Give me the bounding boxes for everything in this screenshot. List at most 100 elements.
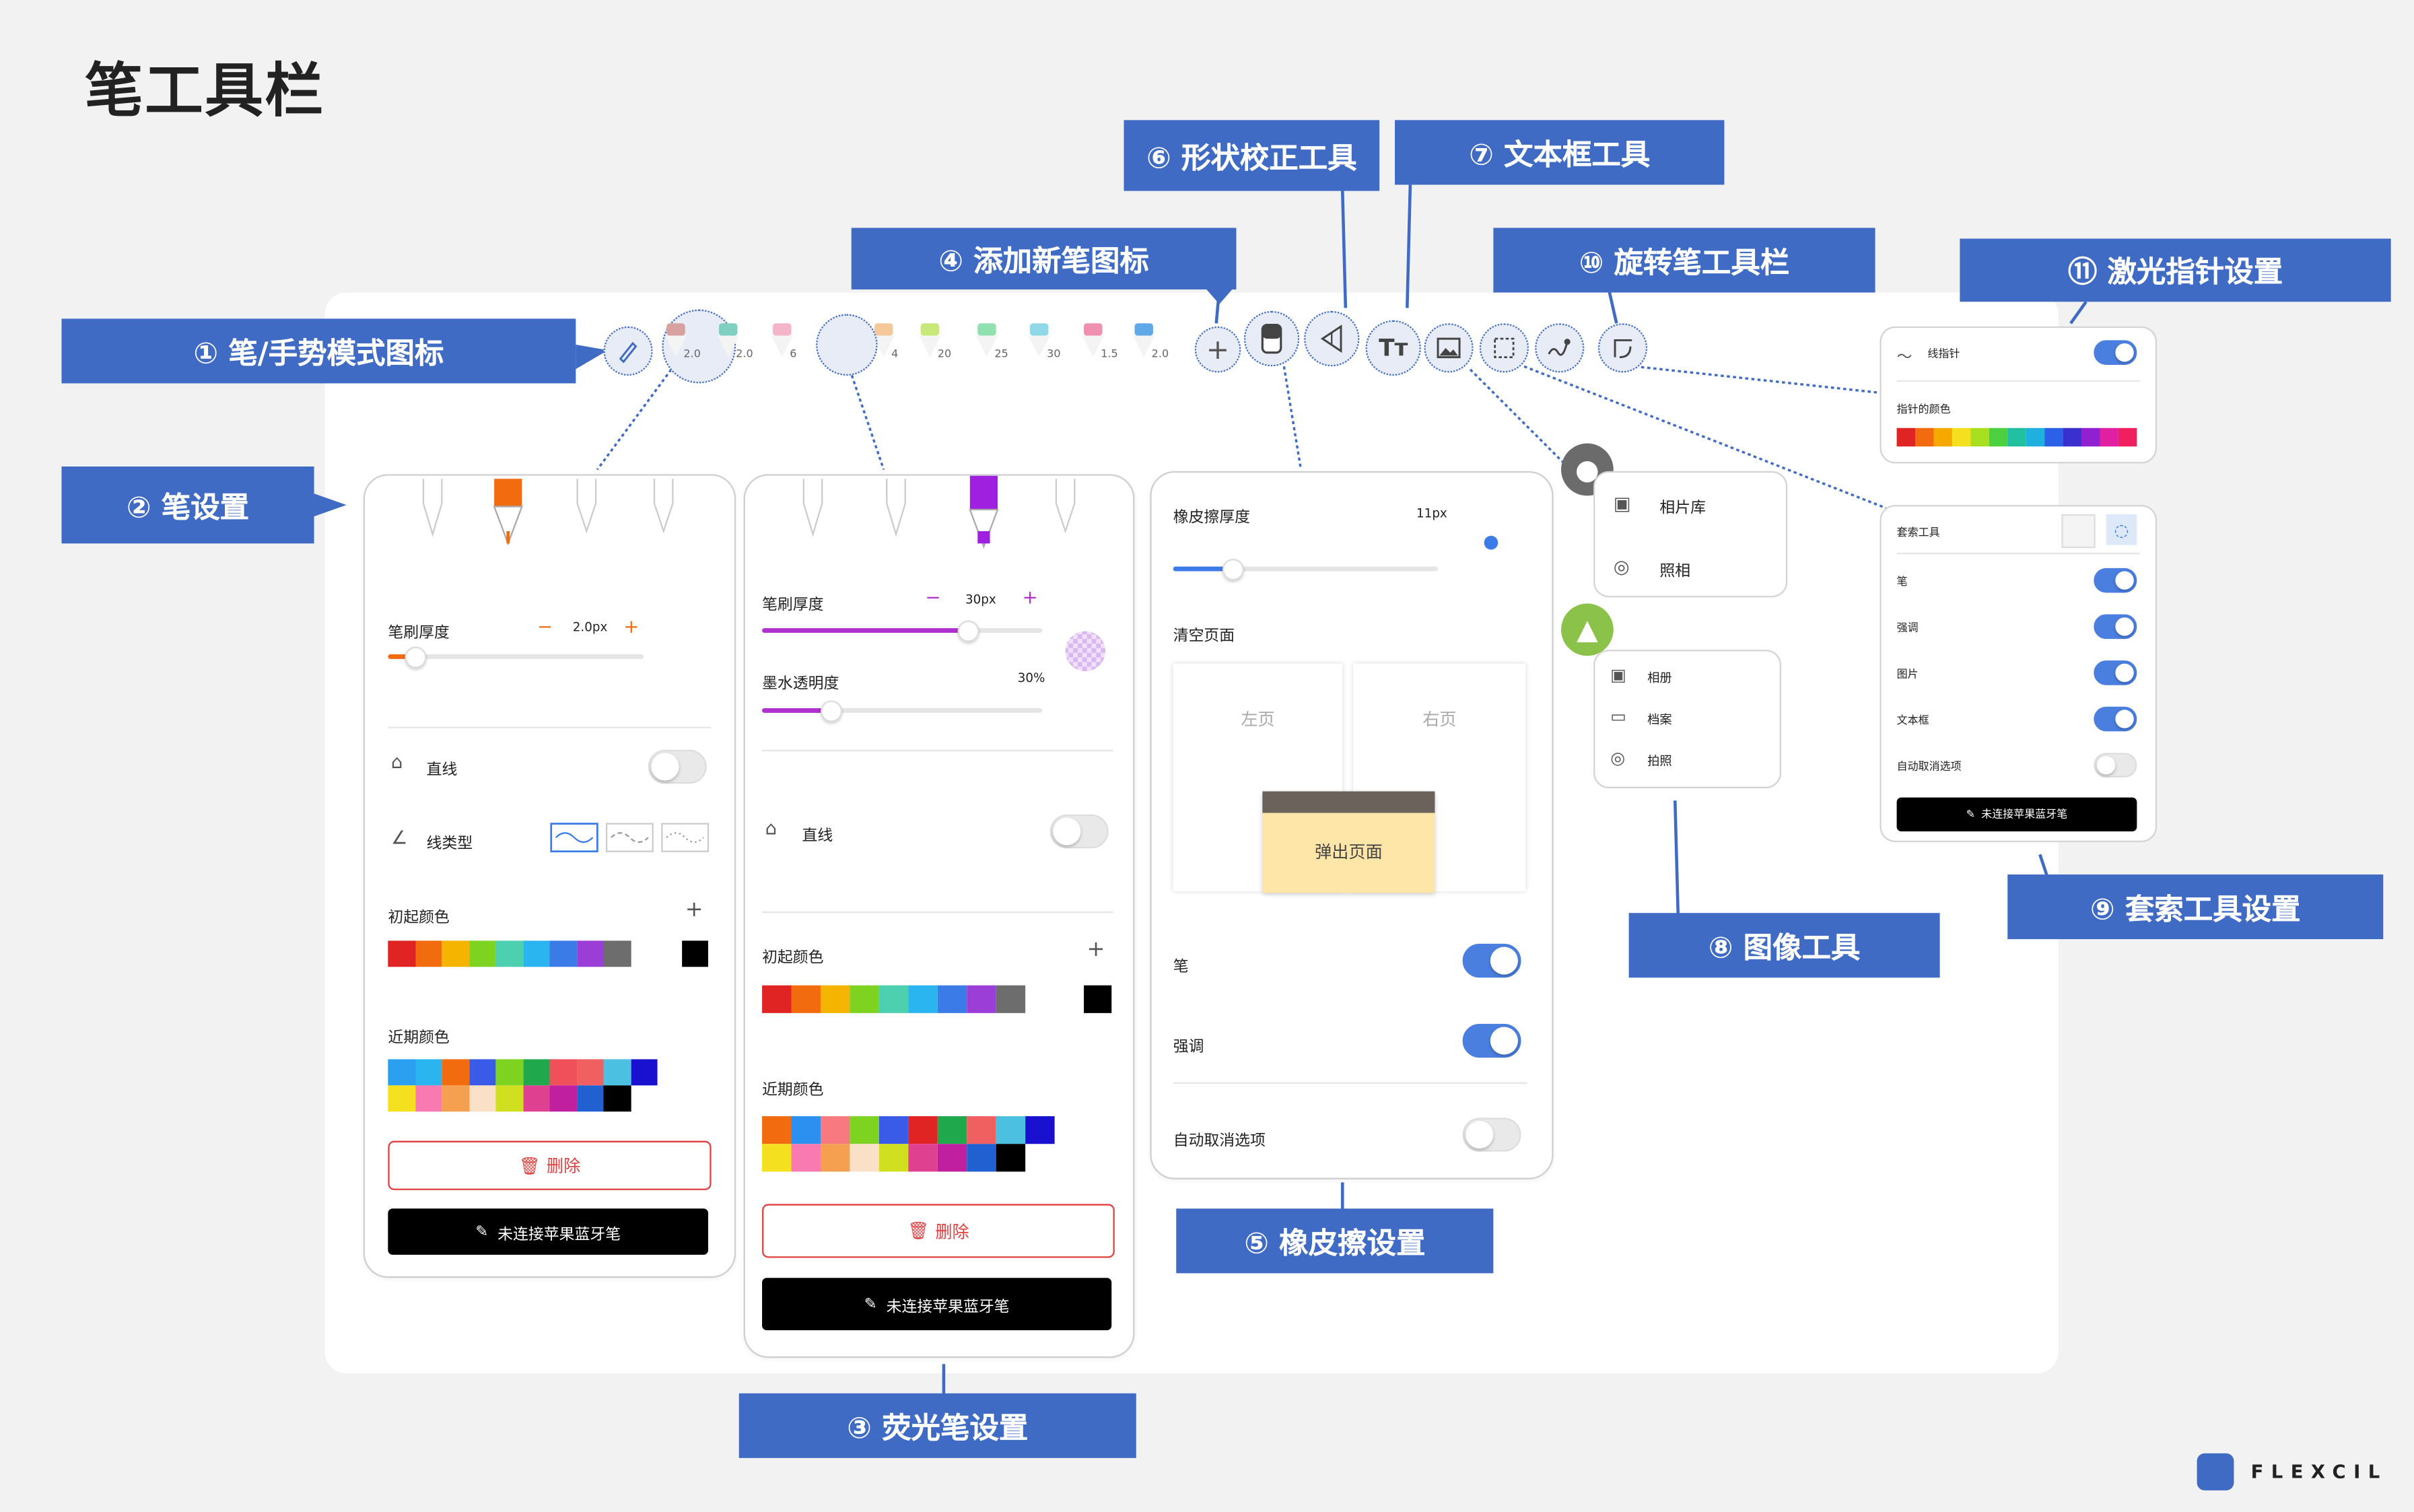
hl-start-swatches[interactable]: [762, 985, 1026, 1013]
hl-start-extra[interactable]: [1084, 985, 1112, 1013]
hl-brush-plus[interactable]: +: [1022, 586, 1038, 609]
color-swatch[interactable]: [576, 940, 604, 967]
color-swatch[interactable]: [576, 1059, 604, 1086]
eraser-pen-toggle[interactable]: [1462, 943, 1521, 978]
lasso-auto-deselect-toggle[interactable]: [2094, 753, 2137, 778]
color-swatch[interactable]: [2081, 427, 2100, 447]
shape-correction-icon[interactable]: [1304, 310, 1360, 367]
color-swatch[interactable]: [791, 1144, 821, 1172]
color-swatch[interactable]: [442, 940, 469, 967]
color-swatch[interactable]: [1915, 427, 1934, 447]
color-swatch[interactable]: [522, 1059, 550, 1086]
color-swatch[interactable]: [388, 1059, 415, 1086]
color-swatch[interactable]: [791, 985, 821, 1013]
color-swatch[interactable]: [937, 1144, 967, 1172]
lasso-icon[interactable]: [1479, 323, 1529, 373]
color-swatch[interactable]: [576, 1085, 604, 1112]
highlighter-type-icons[interactable]: [798, 475, 1091, 550]
eraser-icon[interactable]: [1243, 310, 1300, 367]
rotate-toolbar-icon[interactable]: [1597, 323, 1648, 373]
color-swatch[interactable]: [996, 1116, 1026, 1144]
color-swatch[interactable]: [937, 985, 967, 1013]
color-swatch[interactable]: [469, 1059, 496, 1086]
hl-straight-toggle[interactable]: [1049, 814, 1109, 849]
android-album[interactable]: 相册: [1647, 671, 1672, 685]
android-shoot[interactable]: 拍照: [1647, 754, 1672, 769]
pen-slot-8[interactable]: 30: [1028, 323, 1061, 360]
color-swatch[interactable]: [878, 985, 909, 1013]
ios-camera[interactable]: 照相: [1659, 563, 1691, 581]
pen-slot-9[interactable]: 1.5: [1082, 323, 1118, 360]
color-swatch[interactable]: [762, 985, 792, 1013]
lasso-rect-mode-icon[interactable]: [2061, 514, 2096, 549]
color-swatch[interactable]: [937, 1116, 967, 1144]
delete-pen-button[interactable]: 🗑 删除: [388, 1140, 712, 1190]
ios-photo-library[interactable]: 相片库: [1659, 500, 1706, 518]
color-swatch[interactable]: [522, 940, 550, 967]
pen-type-icons[interactable]: [417, 476, 695, 550]
color-swatch[interactable]: [549, 940, 577, 967]
color-swatch[interactable]: [850, 1144, 879, 1172]
pen-slot-2[interactable]: 2.0: [717, 323, 753, 360]
brush-slider[interactable]: [388, 646, 644, 668]
pen-slot-3[interactable]: 6: [771, 323, 796, 360]
color-swatch[interactable]: [603, 1085, 631, 1112]
pen-slot-6[interactable]: 20: [919, 323, 951, 360]
lasso-pen-toggle[interactable]: [2094, 568, 2137, 593]
color-swatch[interactable]: [2026, 427, 2045, 447]
color-swatch[interactable]: [442, 1059, 469, 1086]
lasso-free-mode-icon[interactable]: ◌: [2106, 514, 2137, 545]
color-swatch[interactable]: [996, 1144, 1026, 1172]
hl-connect-button[interactable]: ✎ 未连接苹果蓝牙笔: [762, 1278, 1112, 1330]
color-swatch[interactable]: [820, 1116, 850, 1144]
color-swatch[interactable]: [1970, 427, 1989, 447]
color-swatch[interactable]: [791, 1116, 821, 1144]
hl-recent-grid[interactable]: [762, 1116, 1055, 1172]
color-swatch[interactable]: [2007, 427, 2026, 447]
line-type-options[interactable]: [549, 822, 710, 853]
hl-delete-button[interactable]: 🗑 删除: [762, 1204, 1115, 1258]
color-swatch[interactable]: [549, 1059, 577, 1086]
hl-add-color[interactable]: +: [1087, 937, 1105, 963]
color-swatch[interactable]: [1952, 427, 1971, 447]
hl-brush-knob[interactable]: [957, 620, 979, 642]
start-color-swatches[interactable]: [388, 940, 631, 967]
color-swatch[interactable]: [630, 1059, 658, 1086]
add-color-button[interactable]: +: [685, 897, 703, 922]
eraser-slider-knob[interactable]: [1222, 559, 1244, 581]
lasso-textbox-toggle[interactable]: [2094, 706, 2137, 732]
color-swatch[interactable]: [762, 1144, 792, 1172]
color-swatch[interactable]: [495, 940, 523, 967]
color-swatch[interactable]: [878, 1116, 909, 1144]
color-swatch[interactable]: [1989, 427, 2008, 447]
color-swatch[interactable]: [603, 1059, 631, 1086]
color-swatch[interactable]: [549, 1085, 577, 1112]
opacity-slider[interactable]: [762, 700, 1043, 722]
lasso-connect-button[interactable]: ✎ 未连接苹果蓝牙笔: [1896, 797, 2137, 831]
color-swatch[interactable]: [2044, 427, 2063, 447]
color-swatch[interactable]: [908, 1116, 938, 1144]
color-swatch[interactable]: [820, 985, 850, 1013]
color-swatch[interactable]: [967, 1116, 996, 1144]
color-swatch[interactable]: [388, 940, 415, 967]
lasso-highlight-toggle[interactable]: [2094, 614, 2137, 640]
color-swatch[interactable]: [442, 1085, 469, 1112]
color-swatch[interactable]: [2100, 427, 2118, 447]
color-swatch[interactable]: [469, 1085, 496, 1112]
lasso-image-toggle[interactable]: [2094, 660, 2137, 685]
recent-color-grid[interactable]: [388, 1059, 658, 1112]
color-swatch[interactable]: [495, 1059, 523, 1086]
add-pen-icon[interactable]: +: [1194, 326, 1241, 373]
image-icon[interactable]: [1424, 323, 1474, 373]
color-swatch[interactable]: [967, 1144, 996, 1172]
color-swatch[interactable]: [522, 1085, 550, 1112]
color-swatch[interactable]: [2118, 427, 2137, 447]
textbox-icon[interactable]: Tт: [1365, 320, 1421, 376]
opacity-knob[interactable]: [820, 700, 842, 722]
color-swatch[interactable]: [603, 940, 631, 967]
start-color-extra[interactable]: [682, 940, 709, 967]
color-swatch[interactable]: [415, 1059, 442, 1086]
clear-popup-page-button[interactable]: 弹出页面: [1262, 791, 1435, 893]
pointer-color-swatches[interactable]: [1896, 427, 2137, 447]
color-swatch[interactable]: [415, 940, 442, 967]
